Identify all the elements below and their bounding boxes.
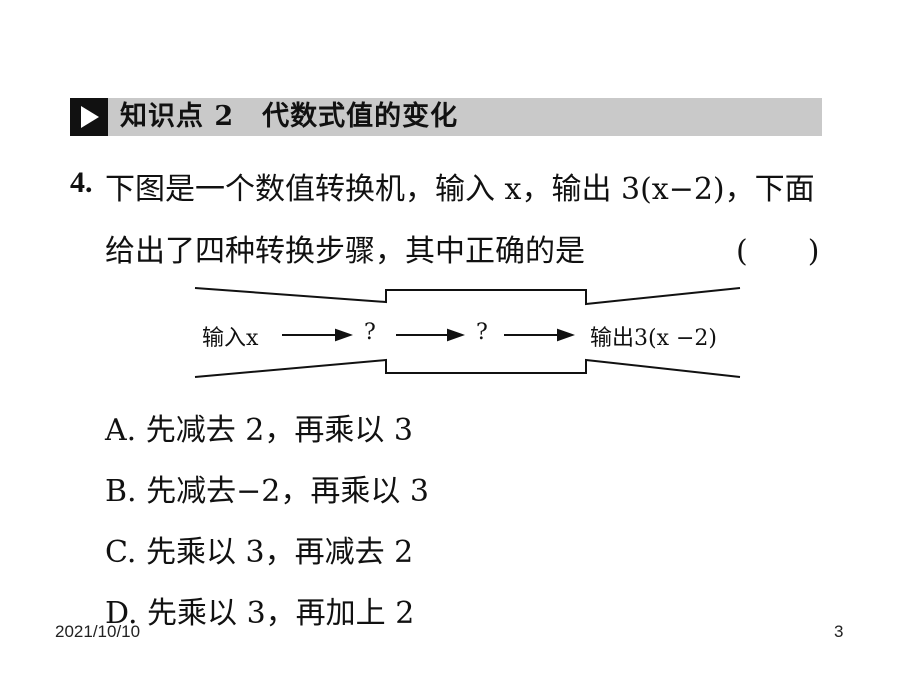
footer-date: 2021/10/10 [55, 622, 141, 641]
question-number: 4. [70, 166, 93, 199]
play-triangle-icon [70, 98, 108, 136]
diagram-step-1: ? [364, 320, 376, 345]
page-number: 3 [834, 622, 844, 641]
section-header-bar [70, 98, 822, 136]
arrow-3-head [557, 328, 575, 342]
option-a[interactable]: A. 先减去 2，再乘以 3 [105, 413, 413, 448]
question-text-line-2: 给出了四种转换步骤，其中正确的是 [105, 234, 585, 269]
question-text-line-1: 下图是一个数值转换机，输入 x，输出 3(x−2)，下面 [105, 172, 815, 207]
option-c[interactable]: C. 先乘以 3，再减去 2 [105, 535, 414, 570]
arrow-2-head [447, 328, 465, 342]
option-d[interactable]: D. 先乘以 3，再加上 2 [105, 596, 415, 631]
option-b[interactable]: B. 先减去−2，再乘以 3 [105, 474, 429, 509]
machine-outline [194, 287, 741, 378]
conversion-machine-diagram: 输入x ? ? 输出3(x −2) [190, 280, 750, 394]
diagram-output-label: 输出3(x −2) [590, 326, 717, 351]
section-title: 知识点 2 代数式值的变化 [120, 101, 459, 132]
diagram-input-label: 输入x [202, 326, 259, 351]
diagram-step-2: ? [476, 320, 488, 345]
arrow-1-head [335, 328, 353, 342]
answer-blank: ( ) [736, 234, 820, 269]
